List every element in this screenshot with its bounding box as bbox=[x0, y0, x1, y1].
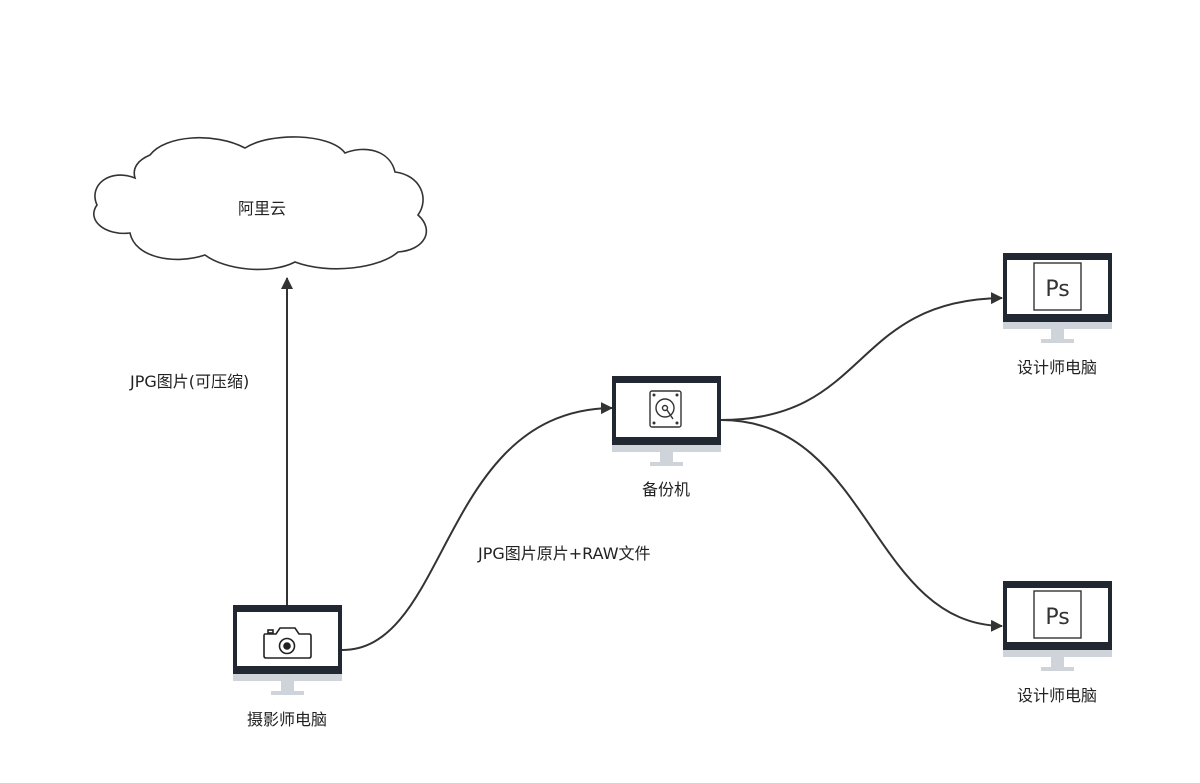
camera-icon bbox=[263, 627, 312, 659]
edge-label-to-cloud: JPG图片(可压缩) bbox=[129, 372, 249, 391]
photoshop-icon: Ps bbox=[1033, 590, 1082, 639]
monitor-neck bbox=[660, 452, 673, 462]
edge-photographer-to-backup[interactable] bbox=[341, 402, 613, 651]
monitor-bezel bbox=[1003, 322, 1112, 329]
designer-1-label: 设计师电脑 bbox=[1017, 358, 1097, 377]
monitor-bezel bbox=[612, 445, 721, 452]
cloud-shape bbox=[93, 136, 428, 271]
edge-label-to-backup: JPG图片原片+RAW文件 bbox=[477, 544, 651, 563]
photographer-label: 摄影师电脑 bbox=[247, 710, 327, 729]
monitor-bezel bbox=[233, 674, 342, 681]
photoshop-icon: Ps bbox=[1033, 262, 1082, 311]
monitor-neck bbox=[1051, 657, 1064, 667]
backup-label: 备份机 bbox=[642, 480, 690, 499]
cloud-node[interactable]: 阿里云 bbox=[93, 136, 428, 271]
cloud-label: 阿里云 bbox=[238, 199, 286, 218]
photoshop-icon-text: Ps bbox=[1045, 277, 1069, 302]
designer-2-label: 设计师电脑 bbox=[1017, 686, 1097, 705]
monitor-bezel bbox=[1003, 650, 1112, 657]
designer-computer-node-1[interactable]: Ps bbox=[1003, 253, 1112, 343]
edge-backup-to-designer-2[interactable] bbox=[720, 419, 1003, 632]
edge-backup-to-designer-1[interactable] bbox=[720, 292, 1003, 421]
monitor-base bbox=[1041, 339, 1074, 343]
monitor-neck bbox=[281, 681, 294, 691]
designer-computer-node-2[interactable]: Ps bbox=[1003, 581, 1112, 671]
backup-computer-node[interactable] bbox=[612, 376, 721, 466]
hard-drive-icon bbox=[649, 390, 682, 428]
monitor-base bbox=[271, 691, 304, 695]
monitor-base bbox=[650, 462, 683, 466]
monitor-base bbox=[1041, 667, 1074, 671]
photoshop-icon-text: Ps bbox=[1045, 605, 1069, 630]
photographer-computer-node[interactable] bbox=[233, 605, 342, 695]
monitor-neck bbox=[1051, 329, 1064, 339]
